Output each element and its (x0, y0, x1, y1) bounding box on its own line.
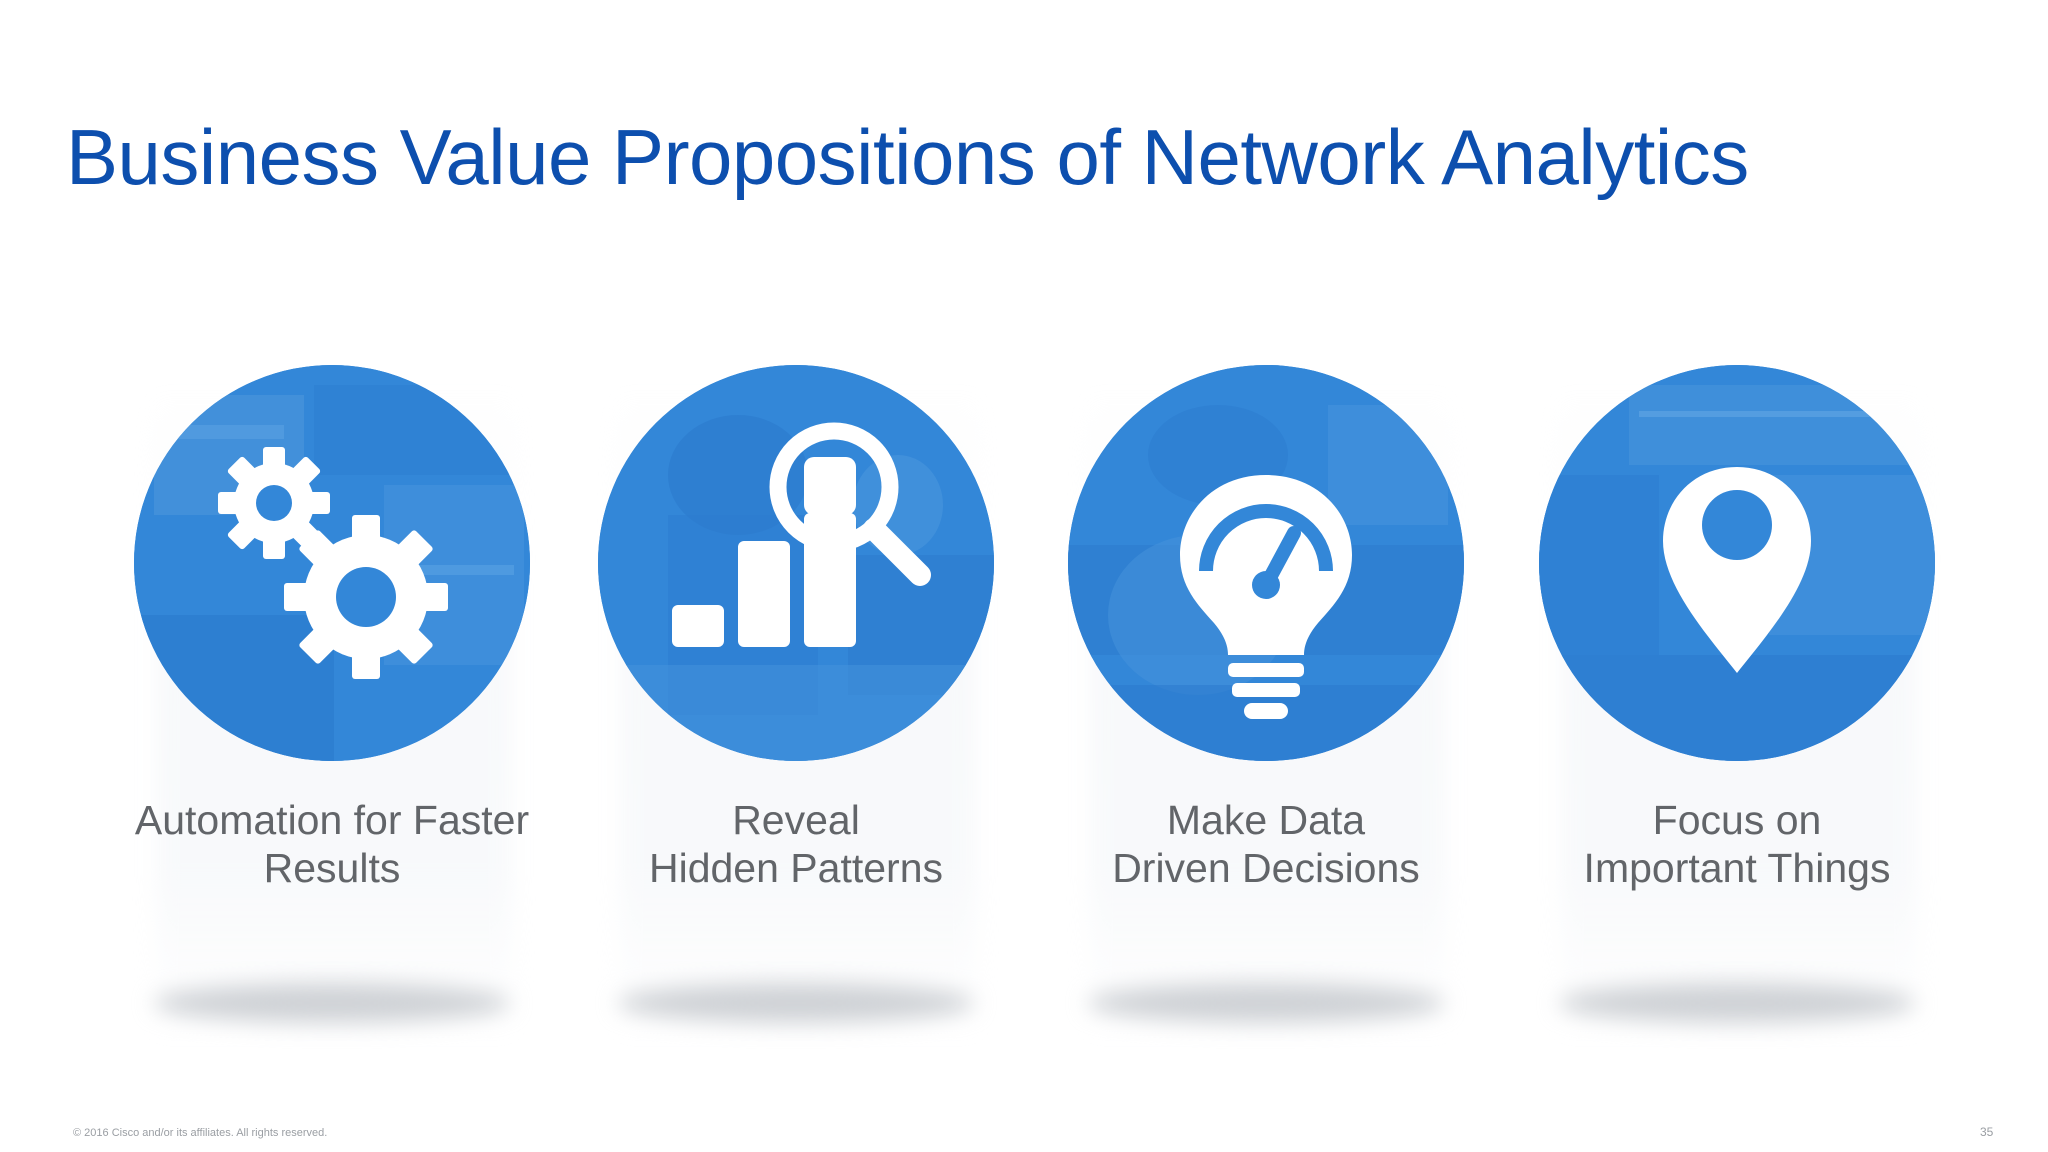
copyright-footer: © 2016 Cisco and/or its affiliates. All … (73, 1127, 328, 1139)
value-card-focus: Focus on Important Things (1539, 365, 1935, 1045)
card-circle (598, 365, 994, 761)
caption-line-1: Focus on (1652, 797, 1822, 843)
caption-line-2: Results (263, 845, 401, 891)
caption-line-1: Automation for Faster (134, 797, 530, 843)
card-caption: Make Data Driven Decisions (1028, 796, 1504, 892)
card-circle (1068, 365, 1464, 761)
card-caption: Reveal Hidden Patterns (558, 796, 1034, 892)
value-card-decisions: Make Data Driven Decisions (1068, 365, 1464, 1045)
value-card-automation: Automation for Faster Results (134, 365, 530, 1045)
card-circle (1539, 365, 1935, 761)
card-caption: Automation for Faster Results (94, 796, 570, 892)
gears-icon (218, 447, 448, 679)
card-circle (134, 365, 530, 761)
card-shadow (154, 983, 510, 1023)
page-number: 35 (1980, 1125, 1994, 1139)
caption-line-2: Driven Decisions (1112, 845, 1420, 891)
caption-line-1: Reveal (732, 797, 860, 843)
background-photo-overlay (134, 365, 530, 761)
caption-line-2: Hidden Patterns (648, 845, 943, 891)
card-shadow (618, 983, 974, 1023)
card-caption: Focus on Important Things (1499, 796, 1975, 892)
card-shadow (1088, 983, 1444, 1023)
caption-line-1: Make Data (1166, 797, 1366, 843)
page-title: Business Value Propositions of Network A… (66, 113, 1749, 201)
bar-chart-magnifier-icon (672, 422, 931, 647)
lightbulb-gauge-icon (1180, 475, 1352, 719)
card-shadow (1559, 983, 1915, 1023)
caption-line-2: Important Things (1583, 845, 1891, 891)
value-card-patterns: Reveal Hidden Patterns (598, 365, 994, 1045)
map-pin-icon (1663, 467, 1811, 673)
